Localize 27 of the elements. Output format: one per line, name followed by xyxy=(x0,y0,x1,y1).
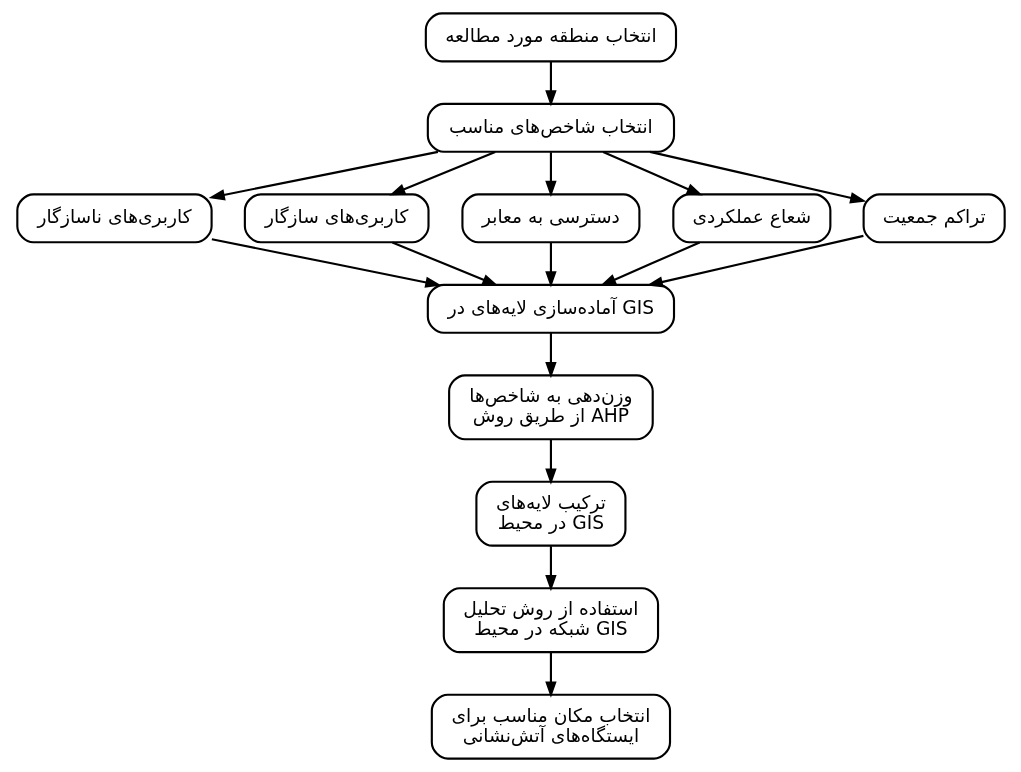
node-box: شعاع عملکردی xyxy=(671,193,831,244)
arrow xyxy=(388,151,496,196)
arrow xyxy=(544,546,557,592)
node-box: وزن‌دهی به شاخص‌ها از طریق روش AHP xyxy=(447,374,654,441)
arrow xyxy=(391,241,498,286)
node-box: انتخاب منطقه مورد مطالعه xyxy=(424,12,677,63)
arrow xyxy=(544,61,557,107)
arrow xyxy=(544,242,557,288)
arrow xyxy=(602,151,703,196)
arrow xyxy=(544,439,557,485)
arrow xyxy=(544,652,557,698)
node-box: کاربری‌های سازگار xyxy=(243,193,430,244)
node-box: انتخاب شاخص‌های مناسب xyxy=(426,102,675,153)
node-box: کاربری‌های ناسازگار xyxy=(15,193,213,244)
node-box: تراکم جمعیت xyxy=(862,193,1006,244)
arrow xyxy=(649,150,866,204)
node-box: ترکیب لایه‌های در محیط GIS xyxy=(474,480,626,547)
arrow xyxy=(646,234,864,288)
arrow xyxy=(544,332,557,379)
node-box: استفاده از روش تحلیل شبکه در محیط GIS xyxy=(442,587,659,654)
node-box: دسترسی به معابر xyxy=(460,193,640,244)
node-box: انتخاب مکان مناسب برای ایستگاه‌های آتش‌نشانی xyxy=(430,693,671,760)
node-box: آماده‌سازی لایه‌های در GIS xyxy=(426,283,675,334)
arrow xyxy=(208,150,438,201)
arrow xyxy=(544,152,557,197)
arrow xyxy=(599,241,700,287)
arrow xyxy=(211,238,442,288)
